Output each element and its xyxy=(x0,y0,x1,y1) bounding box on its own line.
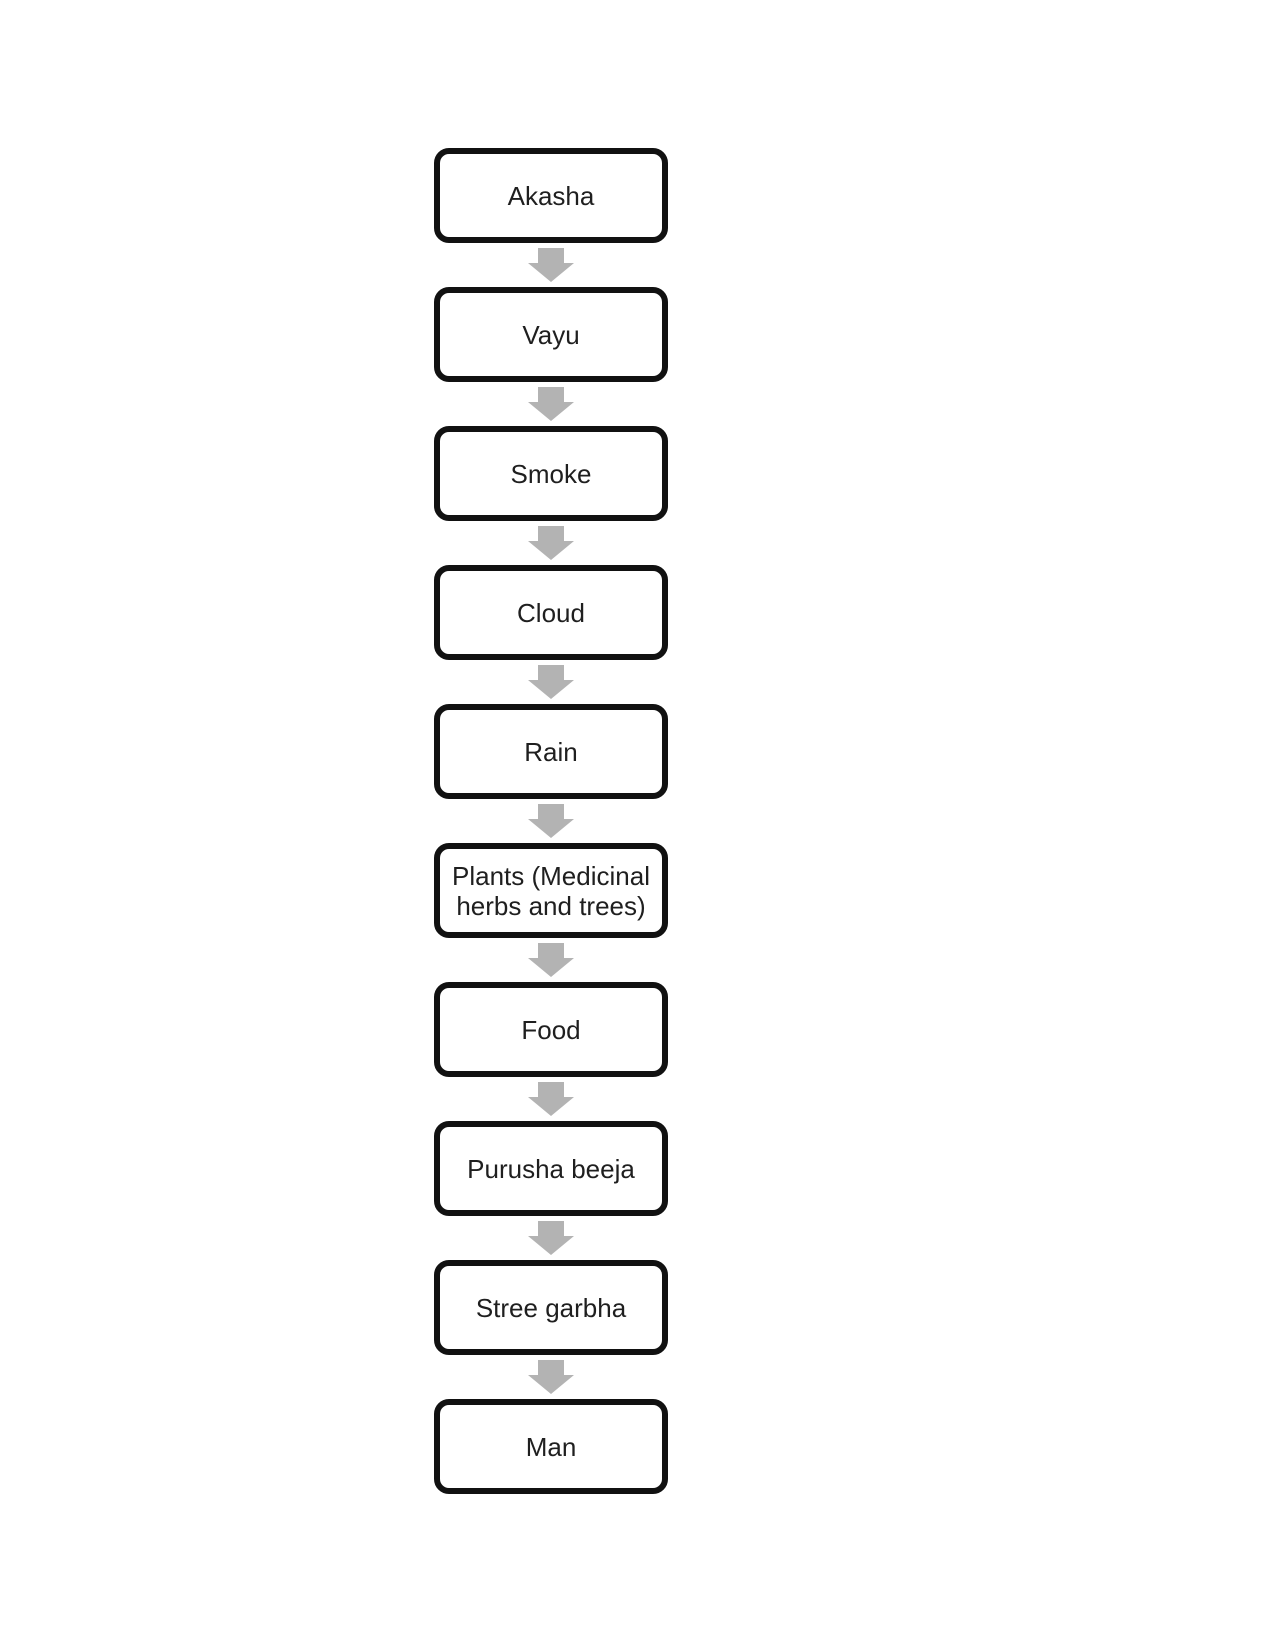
down-arrow-icon xyxy=(528,1221,574,1255)
down-arrow-icon xyxy=(528,248,574,282)
flow-node: Stree garbha xyxy=(434,1260,668,1355)
flow-node-label: Smoke xyxy=(510,458,592,489)
flow-node-label: Food xyxy=(521,1014,581,1045)
flow-node: Food xyxy=(434,982,668,1077)
down-arrow-icon xyxy=(528,387,574,421)
flow-connector xyxy=(528,799,574,843)
flow-connector xyxy=(528,243,574,287)
flow-node-label: Man xyxy=(525,1431,577,1462)
flow-node-label: Purusha beeja xyxy=(467,1153,635,1184)
flow-node: Rain xyxy=(434,704,668,799)
flow-connector xyxy=(528,521,574,565)
flow-node: Plants (Medicinal herbs and trees) xyxy=(434,843,668,938)
down-arrow-icon xyxy=(528,1082,574,1116)
flow-node-label: Cloud xyxy=(517,597,585,628)
flow-connector xyxy=(528,660,574,704)
down-arrow-icon xyxy=(528,943,574,977)
flow-node-label: Rain xyxy=(524,736,578,767)
flow-connector xyxy=(528,938,574,982)
down-arrow-icon xyxy=(528,665,574,699)
flow-connector xyxy=(528,1355,574,1399)
flow-connector xyxy=(528,382,574,426)
flow-node-label: Plants (Medicinal herbs and trees) xyxy=(452,860,650,921)
down-arrow-icon xyxy=(528,1360,574,1394)
flow-connector xyxy=(528,1077,574,1121)
flow-connector xyxy=(528,1216,574,1260)
flow-node: Purusha beeja xyxy=(434,1121,668,1216)
flow-node-label: Akasha xyxy=(507,180,595,211)
down-arrow-icon xyxy=(528,804,574,838)
flow-node: Akasha xyxy=(434,148,668,243)
flowchart: Akasha Vayu Smoke Cloud Rain xyxy=(434,148,668,1494)
flow-node: Man xyxy=(434,1399,668,1494)
down-arrow-icon xyxy=(528,526,574,560)
flow-node-label: Vayu xyxy=(522,319,580,350)
flow-node: Smoke xyxy=(434,426,668,521)
flow-node: Cloud xyxy=(434,565,668,660)
flow-node: Vayu xyxy=(434,287,668,382)
flow-node-label: Stree garbha xyxy=(475,1292,627,1323)
